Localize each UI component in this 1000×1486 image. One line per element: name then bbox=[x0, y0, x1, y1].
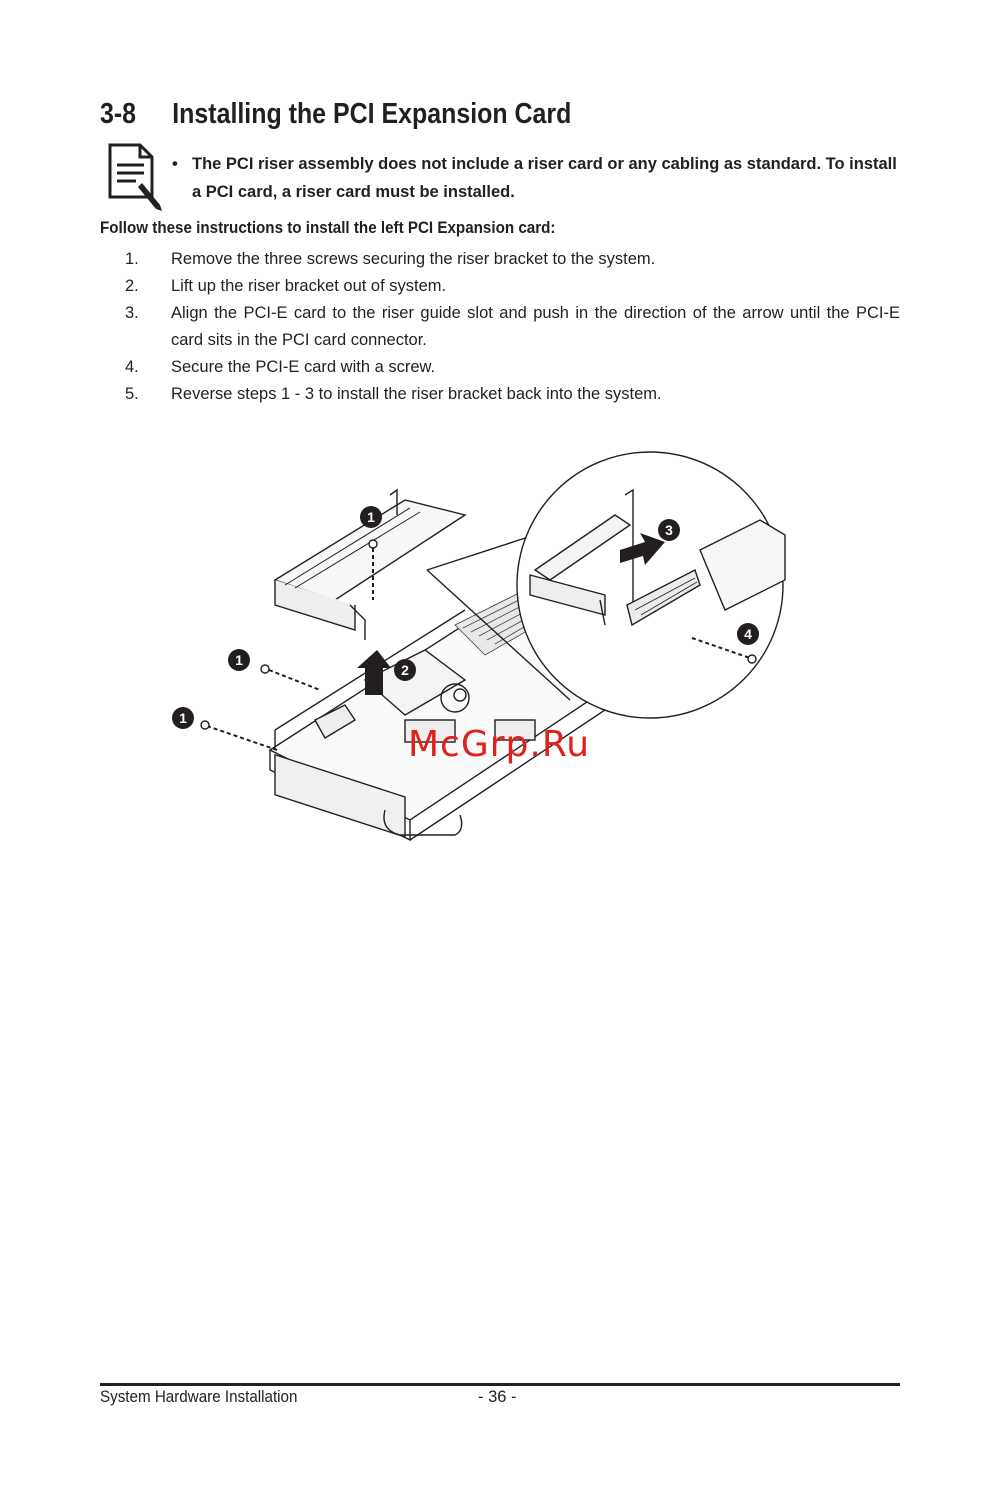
callout-badges bbox=[172, 506, 759, 729]
step-number: 1. bbox=[125, 250, 139, 268]
section-title: Installing the PCI Expansion Card bbox=[172, 98, 572, 130]
step-number: 4. bbox=[125, 358, 139, 376]
callout-4: 4 bbox=[744, 626, 752, 642]
note-text: The PCI riser assembly does not include … bbox=[192, 155, 897, 201]
watermark: McGrp.Ru bbox=[408, 724, 591, 765]
step-text: Secure the PCI-E card with a screw. bbox=[171, 358, 436, 376]
pci-card-installation-illustration: 1 1 1 2 3 4 bbox=[172, 451, 786, 842]
footer-divider bbox=[100, 1383, 900, 1386]
list-item: 1. Remove the three screws securing the r… bbox=[100, 246, 900, 273]
steps-list: 1. Remove the three screws securing the r… bbox=[100, 246, 900, 408]
section-number: 3-8 bbox=[100, 98, 137, 130]
instructions-intro: Follow these instructions to install the… bbox=[100, 219, 556, 237]
step-number: 5. bbox=[125, 385, 139, 403]
step-text: Reverse steps 1 - 3 to install the riser… bbox=[171, 385, 662, 403]
note-document-pencil-icon bbox=[108, 143, 162, 211]
list-item: 3. Align the PCI-E card to the riser guid… bbox=[100, 300, 900, 354]
list-item: 5. Reverse steps 1 - 3 to install the ris… bbox=[100, 381, 900, 408]
callout-3: 3 bbox=[665, 522, 673, 538]
footer-section-name: System Hardware Installation bbox=[100, 1388, 298, 1406]
callout-1-middle: 1 bbox=[235, 652, 243, 668]
callout-1-top: 1 bbox=[367, 509, 375, 525]
step-text: Remove the three screws securing the ris… bbox=[171, 250, 656, 268]
callout-2: 2 bbox=[401, 662, 409, 678]
list-item: 4. Secure the PCI-E card with a screw. bbox=[100, 354, 900, 381]
note-bullet: • bbox=[172, 155, 178, 173]
step-number: 3. bbox=[125, 304, 139, 322]
callout-1-bottom: 1 bbox=[179, 710, 187, 726]
step-number: 2. bbox=[125, 277, 139, 295]
list-item: 2. Lift up the riser bracket out of syste… bbox=[100, 273, 900, 300]
page-number: - 36 - bbox=[478, 1388, 517, 1406]
step-text: Lift up the riser bracket out of system. bbox=[171, 277, 447, 295]
step-text: Align the PCI-E card to the riser guide … bbox=[171, 304, 900, 349]
note-block: • The PCI riser assembly does not includ… bbox=[172, 150, 900, 206]
section-heading: 3-8 Installing the PCI Expansion Card bbox=[100, 98, 571, 131]
